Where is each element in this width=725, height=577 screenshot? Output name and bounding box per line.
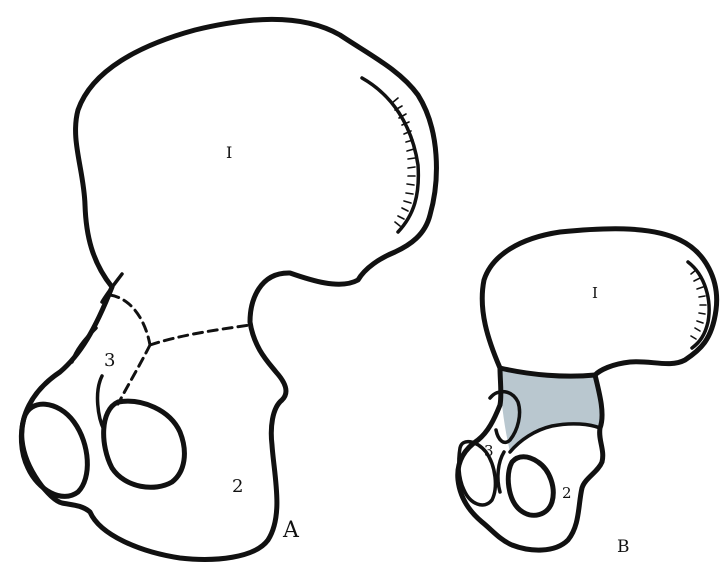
panel-b-acetabular-rim xyxy=(498,452,504,492)
panel-b-ilium-outline xyxy=(482,229,716,375)
panel-b-cartilage-band xyxy=(500,368,602,452)
panel-a-region-3-label: 3 xyxy=(104,350,115,371)
panel-a-tuberosity-ellipse xyxy=(21,404,87,496)
panel-a-suture-right xyxy=(150,325,250,345)
panel-a-suture-lower xyxy=(118,345,150,404)
panel-b: I 2 3 B xyxy=(458,229,717,557)
panel-b-region-3-label: 3 xyxy=(484,442,494,460)
panel-a-suture-upper xyxy=(110,295,150,345)
panel-a-region-1-label: I xyxy=(226,143,232,162)
panel-b-obturator-foramen xyxy=(508,457,553,516)
panel-a-obturator-foramen xyxy=(104,401,185,487)
panel-b-region-1-label: I xyxy=(592,284,598,302)
panel-a-caption: A xyxy=(282,518,300,543)
panel-b-caption: B xyxy=(617,537,630,557)
panel-b-auricular-hatching xyxy=(688,262,709,348)
panel-a-region-2-label: 2 xyxy=(232,476,243,497)
panel-a: I 2 3 A xyxy=(21,19,436,559)
panel-b-region-2-label: 2 xyxy=(562,484,572,502)
panel-a-auricular-hatching xyxy=(362,78,418,232)
